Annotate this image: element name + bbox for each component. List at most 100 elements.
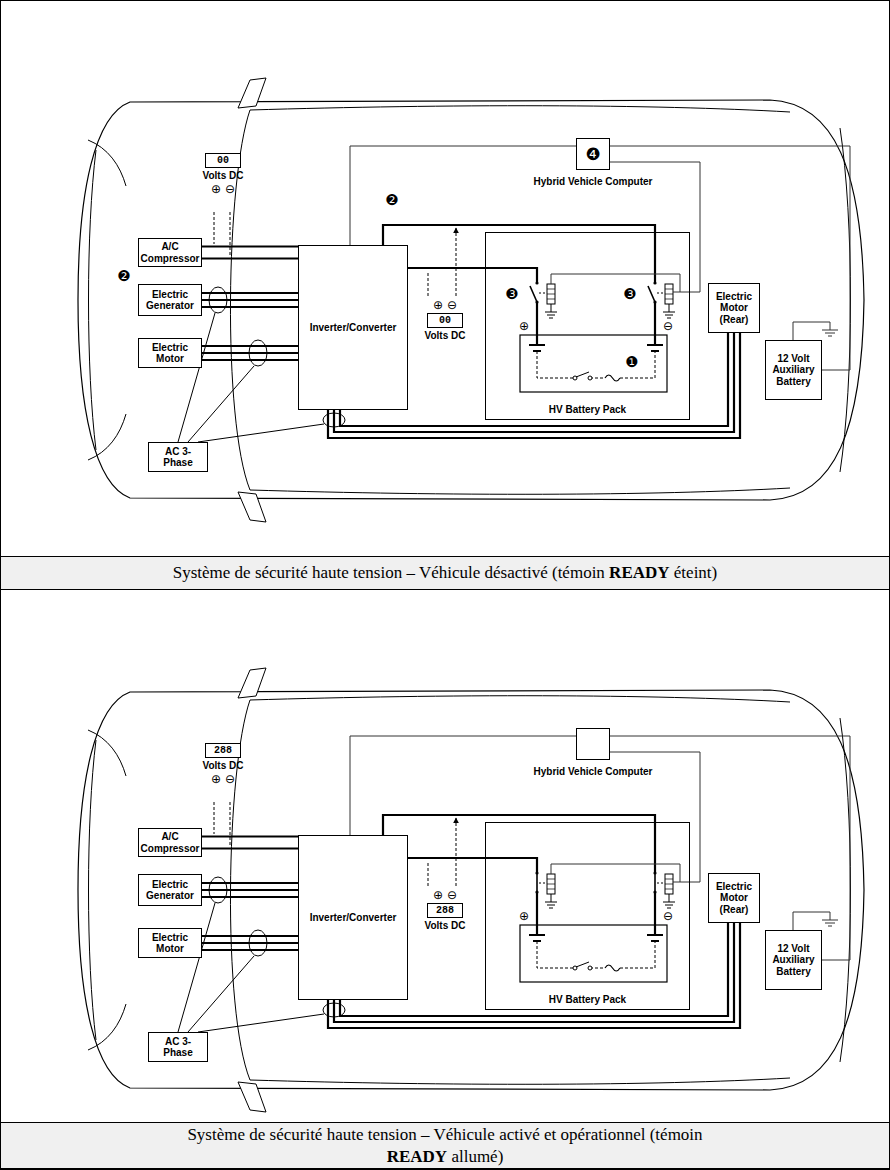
wire-strand [202,882,298,884]
wire-strand [202,847,298,849]
computer-box: Hybrid Vehicle Computer [518,728,668,778]
node-text: Hybrid Vehicle Computer [534,766,653,778]
hv-cable [202,346,298,360]
component-box: Electric Generator [138,874,202,906]
hv-cable [408,268,485,269]
wire-strand [383,815,655,835]
hv-cable [202,883,298,897]
hv-cable [202,837,298,849]
node-text: Electric Generator [142,879,198,902]
component-box: Electric Motor [138,338,202,368]
component-box: Electric Motor [138,928,202,958]
component-box: A/C Compressor [138,238,202,267]
caption-band: Système de sécurité haute tension – Véhi… [1,1122,889,1169]
wire-strand [408,857,485,859]
node-text: HV Battery Pack [549,404,626,416]
node-text: HV Battery Pack [549,994,626,1006]
computer-square [576,728,610,760]
computer-box: ❹ Hybrid Vehicle Computer [518,138,668,188]
node-text: ❹ [585,144,600,164]
wire-strand [202,896,298,898]
node-text: ⊕ ⊖ [433,888,457,902]
node-text: 00 [427,313,463,328]
node-text: Electric Motor [142,342,198,365]
wire-strand [202,949,298,951]
battery-pack: HV Battery Pack [485,232,690,420]
hv-cable [202,247,298,259]
caption-wrap: Système de sécurité haute tension – Véhi… [173,562,717,583]
wire-strand [350,146,576,245]
hv-cable [408,858,485,859]
wire-strand [202,835,298,837]
wire-strand [202,245,298,247]
callout-number: ❷ [385,191,398,209]
hv-cable [202,936,298,950]
battery-pack: HV Battery Pack [485,822,690,1010]
node-text: A/C Compressor [141,241,200,264]
battery-box: 12 Volt Auxiliary Battery [765,340,822,400]
wire-strand [202,299,298,301]
control-wire [350,146,576,245]
voltmeter: ⊕ ⊖00Volts DC [418,298,472,342]
panel-art-on [78,668,864,1112]
node-text: Inverter/Converter [310,322,397,334]
callout-number: ❸ [623,285,636,303]
node-text: Volts DC [425,330,466,342]
callout-number: ❷ [117,267,130,285]
callout-box: AC 3-Phase [148,1032,208,1062]
wire-strand [202,359,298,361]
wire-strand [202,889,298,891]
node-text: Volts DC [203,170,244,182]
callout-number: ❸ [505,285,518,303]
node-text: Hybrid Vehicle Computer [534,176,653,188]
component-box: Electric Motor (Rear) [708,283,760,333]
node-text: Volts DC [203,760,244,772]
battery-box: 12 Volt Auxiliary Battery [765,930,822,990]
node-text: Système de sécurité haute tension – Véhi… [173,562,717,583]
wire-strand [202,352,298,354]
wire-strand [350,736,576,835]
component-box: Electric Motor (Rear) [708,873,760,923]
wire-strand [408,267,485,269]
callout-number: ❶ [625,353,638,371]
relay-contact-closed [537,872,655,892]
node-text: ⊕ ⊖ [433,298,457,312]
hv-cable [383,225,655,245]
node-text: 12 Volt Auxiliary Battery [769,353,818,388]
wire-strand [202,935,298,937]
hv-cable [383,815,655,835]
node-text: ⊕ ⊖ [211,182,235,196]
node-text: 288 [427,903,463,918]
voltmeter: 288Volts DC⊕ ⊖ [195,742,251,786]
panel-art-off [78,78,864,522]
node-text: ⊕ ⊖ [211,772,235,786]
hv-cable [202,293,298,307]
wire-strand [202,345,298,347]
node-text: 12 Volt Auxiliary Battery [769,943,818,978]
inverter-box: Inverter/Converter [298,835,408,1000]
node-text: 288 [205,743,241,758]
wire-strand [202,257,298,259]
component-box: A/C Compressor [138,828,202,857]
polarity-sign: ⊖ [663,319,673,333]
node-text: Electric Motor (Rear) [712,291,756,326]
node-text: Système de sécurité haute tension – Véhi… [175,1124,715,1167]
caption-band: Système de sécurité haute tension – Véhi… [1,556,889,590]
component-box: Electric Generator [138,284,202,316]
polarity-sign: ⊕ [519,909,529,923]
node-text: Electric Generator [142,289,198,312]
node-text: Electric Motor [142,932,198,955]
node-text: AC 3-Phase [152,1036,204,1059]
voltmeter: 00Volts DC⊕ ⊖ [195,152,251,196]
voltmeter: ⊕ ⊖288Volts DC [418,888,472,932]
inverter-box: Inverter/Converter [298,245,408,410]
wire-strand [202,306,298,308]
caption-wrap: Système de sécurité haute tension – Véhi… [175,1124,715,1167]
node-text: AC 3-Phase [152,446,204,469]
node-text: A/C Compressor [141,831,200,854]
wire-strand [383,225,655,245]
wire-strand [202,942,298,944]
control-wire [350,736,576,835]
